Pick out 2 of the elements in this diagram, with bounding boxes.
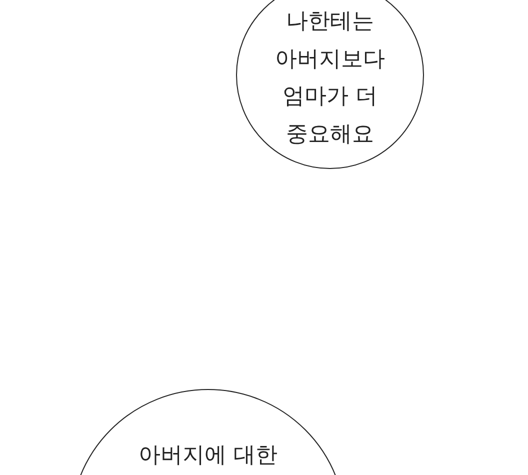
speech-text: 나한테는 아버지보다 엄마가 더 중요해요	[274, 8, 386, 148]
speech-text: 아버지에 대한	[138, 442, 278, 470]
